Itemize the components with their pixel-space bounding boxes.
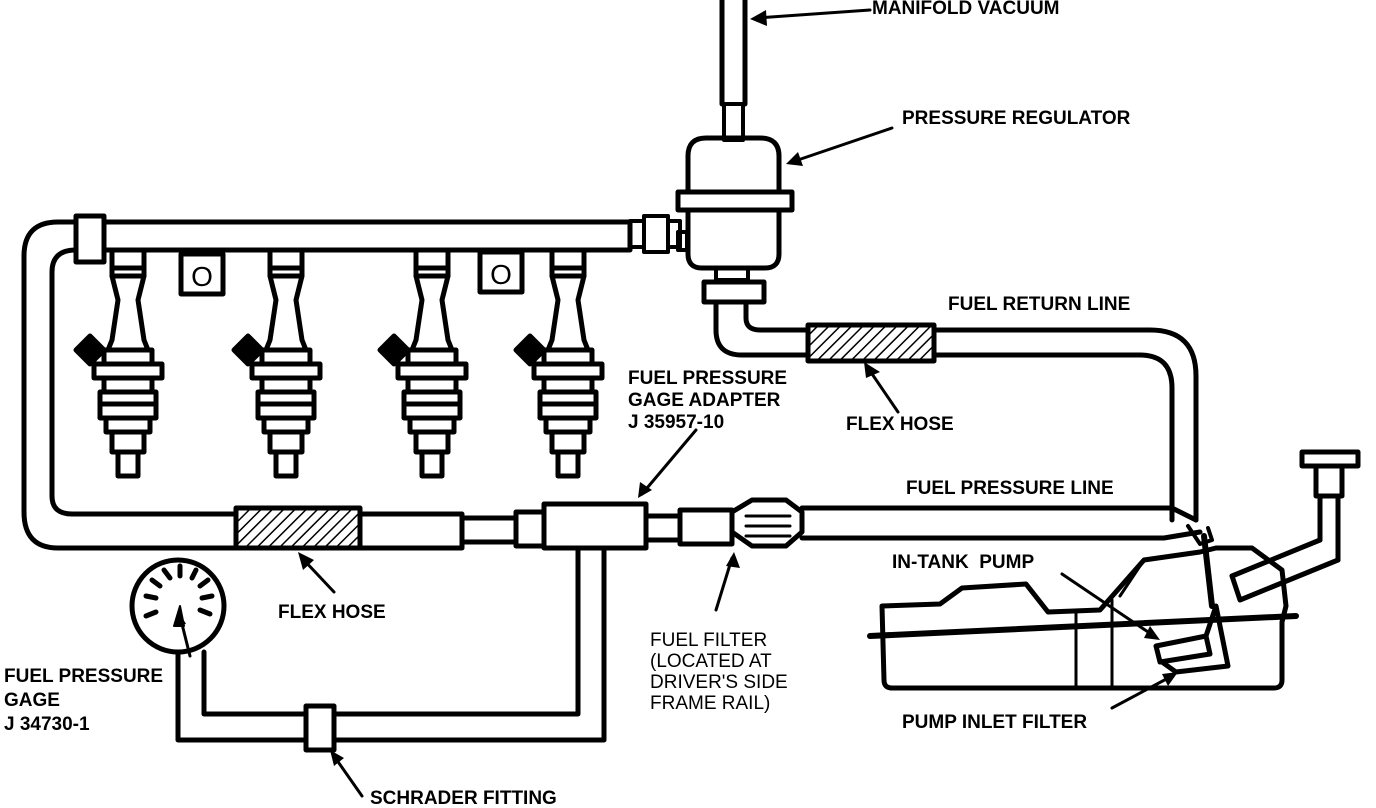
- rail-port-2: [477, 249, 525, 295]
- label-gage-adapter-line3: J 35957-10: [628, 412, 724, 433]
- fuel-injector-2: [231, 247, 323, 479]
- fuel-injector-1: [73, 247, 165, 479]
- leader-arrowheads: [174, 10, 1178, 766]
- flex-hose-return: [805, 322, 937, 364]
- rail-port-2-label: O: [490, 259, 512, 290]
- filter-connector: [643, 507, 735, 547]
- label-gage-adapter-line2: GAGE ADAPTER: [628, 390, 781, 411]
- tank-vent-assembly: [1229, 449, 1361, 603]
- label-flex-hose-supply: FLEX HOSE: [278, 602, 386, 623]
- label-fuel-pressure-line: FUEL PRESSURE LINE: [906, 478, 1114, 499]
- label-pump-inlet-filter: PUMP INLET FILTER: [902, 712, 1087, 733]
- injector-connector-1: [73, 333, 107, 367]
- injector-connector-3: [377, 333, 411, 367]
- label-manifold-vacuum: MANIFOLD VACUUM: [872, 0, 1060, 19]
- label-fuel-filter-line4: FRAME RAIL): [650, 693, 770, 714]
- fuel-filter: [729, 497, 805, 549]
- rail-port-1-label: O: [191, 261, 213, 292]
- gage-line: [175, 545, 607, 743]
- label-pressure-regulator: PRESSURE REGULATOR: [902, 108, 1131, 129]
- schrader-fitting: [303, 703, 337, 753]
- fuel-pressure-gage-adapter: [541, 501, 649, 551]
- injector-connector-4: [513, 333, 547, 367]
- in-tank-pump: [1153, 603, 1231, 675]
- fuel-return-line: [713, 299, 1199, 523]
- leader-lines: [178, 8, 1174, 798]
- label-gage-line3: J 34730-1: [4, 714, 90, 735]
- fuel-injector-3: [377, 247, 469, 479]
- label-fuel-return-line: FUEL RETURN LINE: [948, 294, 1130, 315]
- adapter-feed-line: [357, 509, 547, 551]
- rail-port-1: [178, 251, 226, 297]
- injector-connector-2: [231, 333, 265, 367]
- label-flex-hose-return: FLEX HOSE: [846, 414, 954, 435]
- supply-loop-line: [21, 219, 239, 551]
- fuel-pressure-line: [799, 505, 1215, 609]
- label-schrader-fitting: SCHRADER FITTING: [370, 788, 557, 808]
- fuel-injectors: [73, 247, 605, 479]
- label-fuel-filter-line1: FUEL FILTER: [650, 630, 767, 651]
- label-gage-adapter-line1: FUEL PRESSURE: [628, 368, 787, 389]
- label-gage-line1: FUEL PRESSURE: [4, 666, 163, 687]
- pressure-regulator: [675, 135, 795, 305]
- flex-hose-supply: [233, 505, 363, 551]
- fuel-tank: [867, 545, 1299, 691]
- label-fuel-filter-line3: DRIVER'S SIDE: [650, 672, 788, 693]
- manifold-vacuum-tube: [719, 0, 748, 142]
- label-in-tank-pump: IN-TANK PUMP: [892, 552, 1034, 573]
- label-gage-line2: GAGE: [4, 690, 60, 711]
- fuel-pressure-gage: [129, 557, 227, 655]
- fuel-rail: [73, 213, 682, 265]
- label-fuel-filter-line2: (LOCATED AT: [650, 651, 772, 672]
- fuel-injector-4: [513, 247, 605, 479]
